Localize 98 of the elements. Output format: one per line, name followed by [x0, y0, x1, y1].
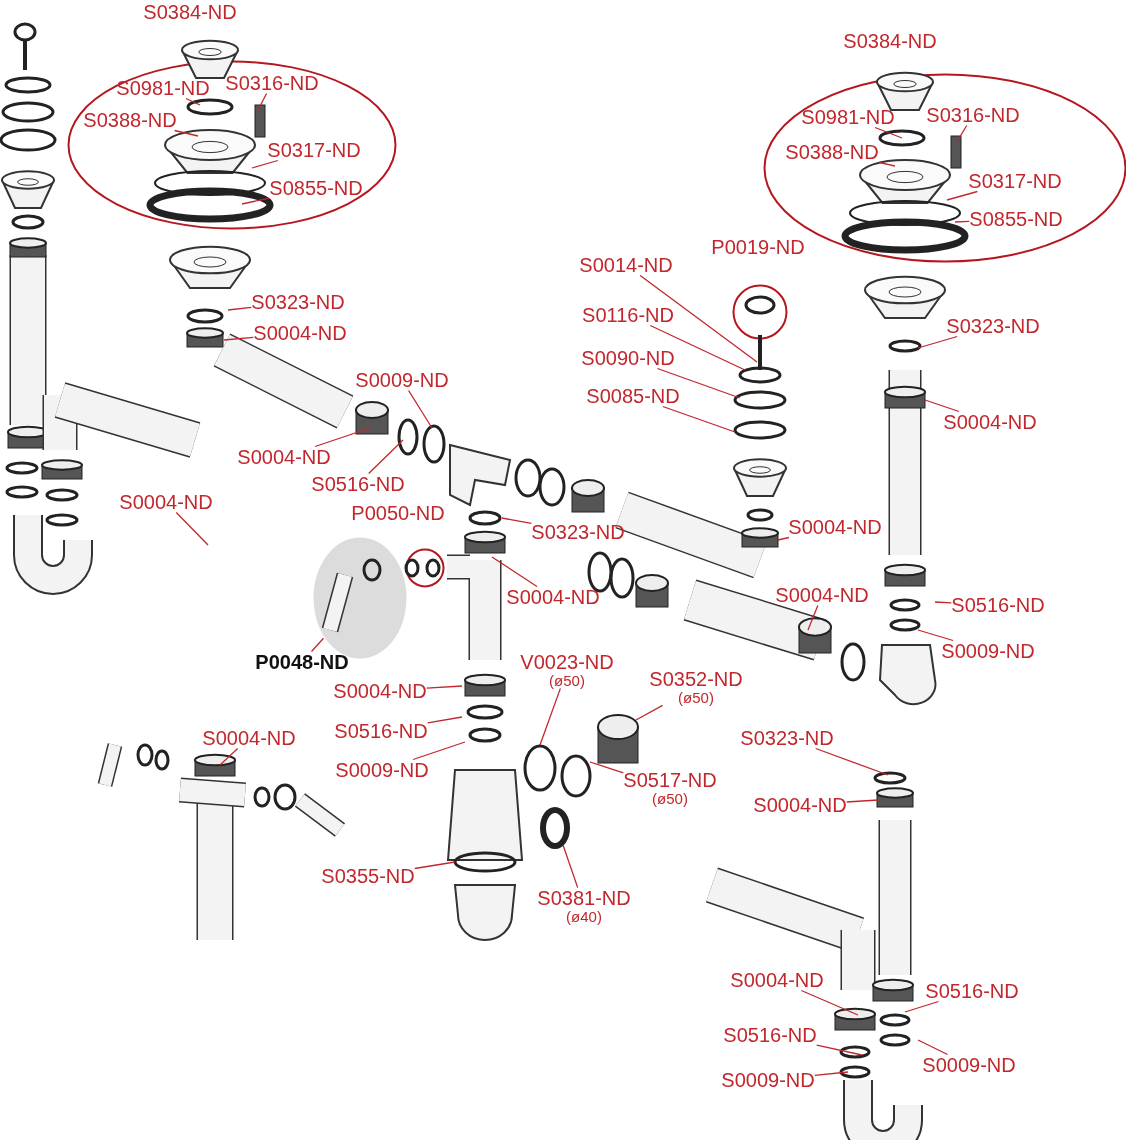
- leader-line: [917, 629, 954, 642]
- leader-line: [957, 124, 968, 141]
- part-number: S0014-ND: [579, 254, 673, 276]
- part-number: S0981-ND: [801, 106, 895, 128]
- leader-line: [491, 556, 538, 588]
- part-number: S0004-ND: [202, 727, 296, 749]
- leader-line: [904, 1000, 940, 1013]
- part-number: S0516-ND: [334, 720, 428, 742]
- leader-line: [257, 92, 268, 111]
- part-number: S0516-ND: [311, 473, 405, 495]
- leader-line: [946, 190, 979, 201]
- leader-line: [874, 126, 903, 139]
- leader-line: [649, 324, 746, 371]
- part-number: S0516-ND: [951, 594, 1045, 616]
- part-number: S0517-ND: [623, 769, 717, 791]
- part-number: S0004-ND: [253, 322, 347, 344]
- leader-line: [412, 741, 466, 761]
- leader-line: [815, 747, 889, 776]
- leader-line: [954, 220, 970, 223]
- leader-line: [407, 389, 433, 429]
- part-number: S0855-ND: [969, 208, 1063, 230]
- part-number: S0009-ND: [335, 759, 429, 781]
- leader-line: [427, 716, 463, 724]
- part-number: S0355-ND: [321, 865, 415, 887]
- leader-line: [310, 637, 325, 653]
- leader-line: [639, 274, 758, 363]
- part-number: S0323-ND: [251, 291, 345, 313]
- leader-line: [934, 601, 952, 604]
- part-number: S0352-ND: [649, 668, 743, 690]
- part-number: S0090-ND: [581, 347, 675, 369]
- part-number: S0323-ND: [946, 315, 1040, 337]
- leader-line: [251, 159, 279, 169]
- part-number: S0004-ND: [788, 516, 882, 538]
- part-number: S0004-ND: [943, 411, 1037, 433]
- part-number: S0004-ND: [753, 794, 847, 816]
- part-number: S0323-ND: [531, 521, 625, 543]
- leader-line: [917, 335, 958, 349]
- leader-line: [878, 161, 896, 167]
- part-number: S0855-ND: [269, 177, 363, 199]
- leader-line: [562, 844, 579, 889]
- part-number: P0019-ND: [711, 237, 805, 257]
- size-note: (ø50): [548, 672, 586, 689]
- part-number: S0317-ND: [267, 139, 361, 161]
- part-number: S0981-ND: [116, 77, 210, 99]
- leader-line: [368, 439, 404, 475]
- part-number: S0323-ND: [740, 727, 834, 749]
- part-number: S0316-ND: [225, 72, 319, 94]
- leader-line: [800, 989, 859, 1016]
- part-number: V0023-ND: [520, 651, 614, 673]
- leader-line: [223, 336, 254, 341]
- part-number: S0004-ND: [237, 446, 331, 468]
- leader-line: [185, 97, 201, 106]
- leader-line: [539, 687, 562, 746]
- leader-line: [662, 405, 736, 433]
- leader-line: [816, 1044, 863, 1056]
- leader-line: [656, 367, 741, 399]
- part-number: S0009-ND: [355, 369, 449, 391]
- leader-line: [175, 511, 209, 546]
- size-note: (ø40): [565, 908, 603, 925]
- part-number: S0317-ND: [968, 170, 1062, 192]
- leader-line: [173, 129, 199, 137]
- leader-line: [807, 604, 819, 631]
- part-number: P0048-ND: [255, 651, 349, 673]
- leader-line: [219, 747, 239, 766]
- part-number: S0316-ND: [926, 104, 1020, 126]
- leader-line: [314, 427, 371, 448]
- leader-line: [924, 399, 960, 413]
- size-note: (ø50): [677, 689, 715, 706]
- part-number: S0516-ND: [723, 1024, 817, 1046]
- part-number: S0009-ND: [941, 640, 1035, 662]
- part-number: S0516-ND: [925, 980, 1019, 1002]
- leader-line: [917, 1039, 949, 1056]
- part-number: S0388-ND: [83, 109, 177, 131]
- part-number: S0085-ND: [586, 385, 680, 407]
- part-number: S0004-ND: [775, 584, 869, 606]
- part-number: S0381-ND: [537, 887, 631, 909]
- leader-line: [426, 685, 463, 689]
- leader-line: [241, 197, 270, 205]
- leader-line: [777, 536, 790, 541]
- leader-line: [846, 799, 879, 803]
- part-number: S0116-ND: [582, 304, 674, 326]
- leader-line: [414, 861, 456, 870]
- leader-line: [227, 306, 252, 311]
- part-number: S0004-ND: [119, 491, 213, 513]
- leader-line: [589, 761, 624, 774]
- part-number: S0384-ND: [843, 31, 937, 51]
- part-number: S0384-ND: [143, 2, 237, 22]
- part-number: S0004-ND: [506, 586, 600, 608]
- part-number: P0050-ND: [351, 503, 445, 523]
- part-number: S0004-ND: [333, 680, 427, 702]
- leader-line: [814, 1071, 849, 1076]
- part-number: S0004-ND: [730, 969, 824, 991]
- part-number: S0388-ND: [785, 141, 879, 163]
- leader-line: [501, 517, 532, 525]
- leader-line: [635, 704, 664, 721]
- part-number: S0009-ND: [721, 1069, 815, 1091]
- part-number: S0009-ND: [922, 1054, 1016, 1076]
- size-note: (ø50): [651, 790, 689, 807]
